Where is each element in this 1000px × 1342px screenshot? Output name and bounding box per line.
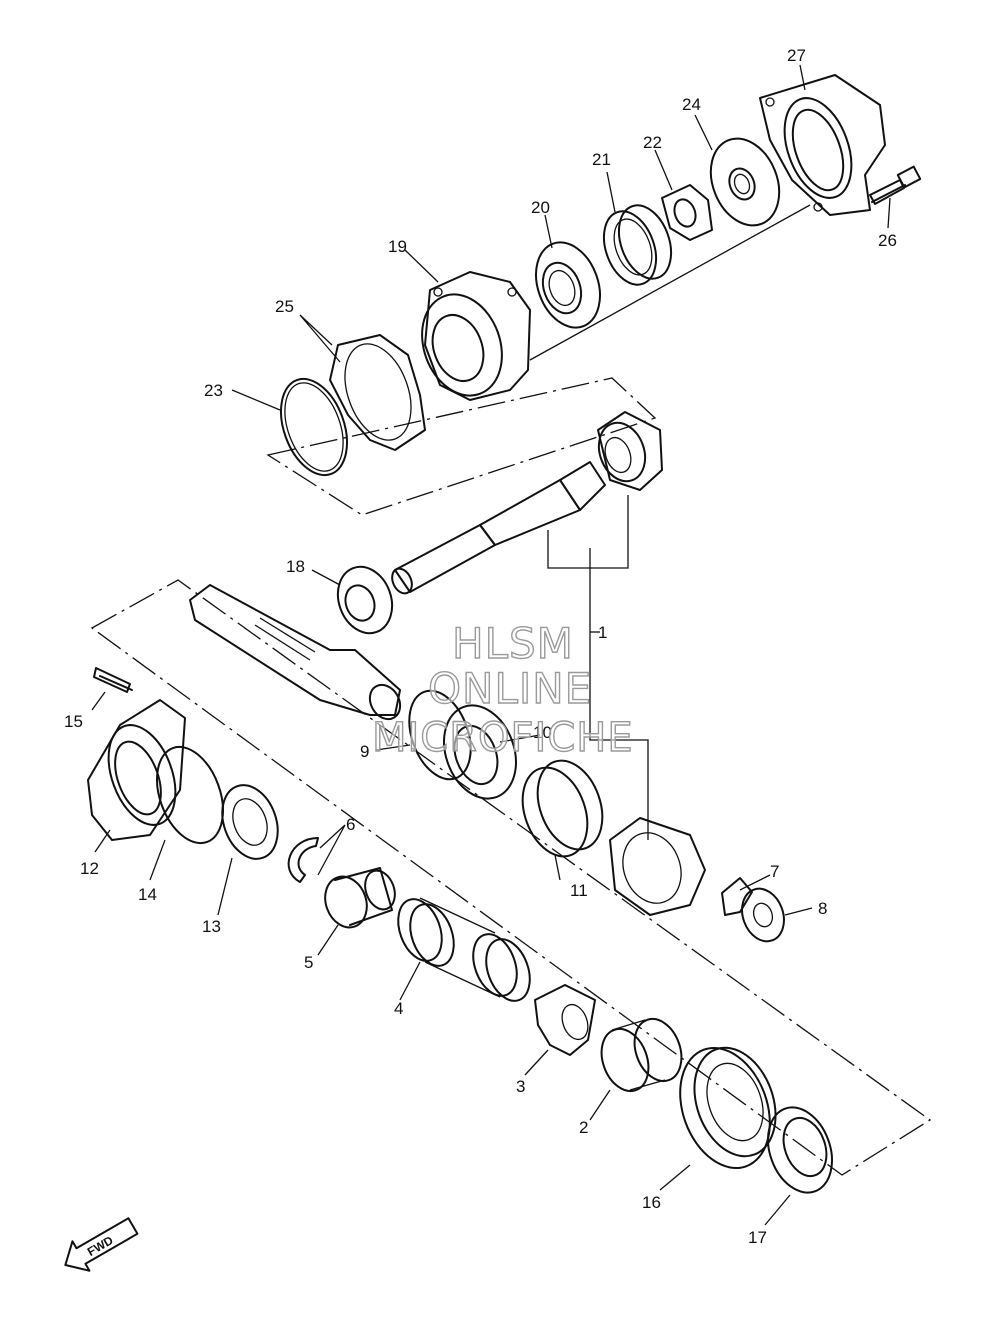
callout-10: 10 [533,723,552,742]
part-17-bearing [767,1106,833,1194]
part-15-bolt [93,667,133,693]
callout-16: 16 [642,1193,661,1212]
lower-shaft [189,584,402,721]
part-24-seal [709,137,781,227]
callout-8: 8 [818,899,827,918]
part-18-bearing [336,565,394,635]
part-6-circlip [287,837,319,883]
callout-14: 14 [138,885,157,904]
fwd-direction-icon: FWD [64,1217,139,1272]
callout-26: 26 [878,231,897,250]
callout-4: 4 [394,999,403,1018]
callout-25: 25 [275,297,294,316]
part-20-bearing [535,241,601,329]
callout-7: 7 [770,862,779,881]
callout-13: 13 [202,917,221,936]
callout-17: 17 [748,1228,767,1247]
part-22-nut [661,184,713,241]
callout-21: 21 [592,150,611,169]
callout-24: 24 [682,95,701,114]
part-1-bracket [547,495,649,840]
leader-lines [91,64,891,1226]
upper-group-frame [266,377,657,516]
callout-19: 19 [388,237,407,256]
callout-23: 23 [204,381,223,400]
upper-shaft [391,461,606,595]
callout-2: 2 [579,1118,588,1137]
callout-6: 6 [346,815,355,834]
callout-3: 3 [516,1077,525,1096]
part-14-oring [156,745,224,845]
callout-20: 20 [531,198,550,217]
part-25-gasket [329,334,426,451]
part-16-ring-gear [679,1046,777,1170]
part-11-race [521,759,604,858]
part-8-nut [741,887,785,943]
watermark-line-1: HLSM [452,619,574,668]
callout-11: 11 [570,881,588,900]
part-21-race [602,204,673,286]
upper-bevel-gear [597,411,663,491]
part-3-fork [534,984,596,1056]
part-12-cover [87,699,186,841]
part-5-collar [324,867,396,929]
callout-15: 15 [64,712,83,731]
upper-centerline [529,204,811,361]
part-2-clutch [600,1018,683,1092]
part-23-oring [280,377,348,477]
part-27-housing [759,74,886,216]
callout-18: 18 [286,557,305,576]
callout-9: 9 [360,742,369,761]
callout-5: 5 [304,953,313,972]
callout-12: 12 [80,859,99,878]
watermark-line-3: MICROFICHE [372,715,634,761]
part-7-washer [721,877,753,916]
part-13-seal [221,784,279,860]
lower-bevel-gear [609,817,706,916]
watermark-line-2: ONLINE [428,664,592,713]
part-4-spring [397,897,531,1002]
callout-22: 22 [643,133,662,152]
callout-27: 27 [787,46,806,65]
part-26-bolt [869,165,922,205]
part-19-housing [421,271,531,401]
lower-group-frame [90,579,932,1176]
callout-1: 1 [598,623,607,642]
